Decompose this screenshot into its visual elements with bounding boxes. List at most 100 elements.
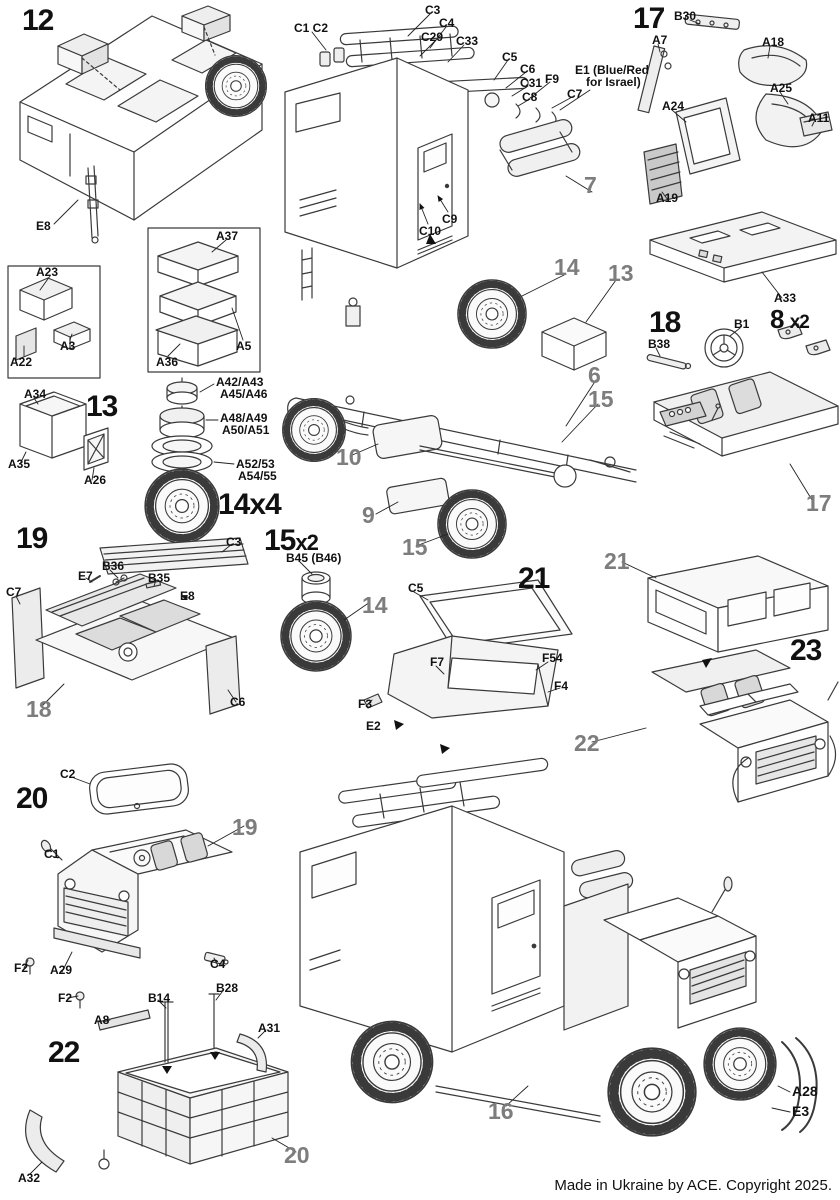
part-label-c29: C29 (421, 30, 444, 44)
step16-truck-drawing (299, 757, 818, 1136)
ref-number-6: 6 (588, 362, 601, 388)
part-label-b35: B35 (148, 571, 171, 585)
chassis-drawing (283, 396, 637, 558)
part-label-a18: A18 (762, 35, 785, 49)
footer-copyright: Made in Ukraine by ACE. Copyright 2025. (554, 1177, 832, 1194)
part-label-f54: F54 (542, 651, 563, 665)
step20-cab-drawing (25, 763, 233, 1009)
step-8-mult: x2 (789, 312, 810, 333)
part-label-c7-rack: C7 (567, 87, 583, 101)
part-label-b28: B28 (216, 981, 239, 995)
part-label-a37: A37 (216, 229, 239, 243)
part-label-e7: E7 (78, 569, 93, 583)
ref-number-17: 17 (806, 490, 832, 516)
step-number-22: 22 (48, 1036, 80, 1069)
part-label-c6-19: C6 (230, 695, 246, 709)
part-label-c10: C10 (419, 224, 442, 238)
part-label-c3-rack: C3 (425, 3, 441, 17)
part-label-f2a: F2 (14, 961, 29, 975)
part-label-a11: A11 (808, 111, 830, 125)
step-number-20: 20 (16, 782, 48, 815)
part-label-e2: E2 (366, 719, 381, 733)
part-label-c33: C33 (456, 34, 479, 48)
ref-number-15b: 15 (402, 534, 428, 560)
part-label-a35: A35 (8, 457, 31, 471)
part-label-f9: F9 (545, 72, 560, 86)
step14-wheel-stack-drawing (145, 377, 219, 543)
part-label-a52-53: A52/53 (236, 457, 275, 471)
part-label-a33: A33 (774, 291, 797, 305)
part8-brackets-drawing (777, 323, 831, 356)
step15-wheel-drawing (281, 571, 351, 671)
part-label-c31: C31 (520, 76, 543, 90)
part-label-a7: A7 (652, 33, 668, 47)
part-label-a22: A22 (10, 355, 33, 369)
step-number-17: 17 (633, 2, 665, 35)
part-label-b1: B1 (734, 317, 750, 331)
part-label-e3: E3 (792, 1103, 810, 1119)
part-label-c1: C1 (44, 847, 60, 861)
step23-cab-drawing (647, 555, 839, 803)
part-label-b36: B36 (102, 559, 125, 573)
part-label-a31: A31 (258, 1021, 281, 1035)
step-number-12: 12 (22, 4, 54, 37)
part-label-a28: A28 (792, 1083, 818, 1099)
ref-number-19: 19 (232, 814, 258, 840)
step12-van-drawing (19, 5, 266, 244)
part-label-f2b: F2 (58, 991, 73, 1005)
part-label-b30: B30 (674, 9, 697, 23)
step-number-13: 13 (86, 390, 118, 423)
ref-number-10: 10 (336, 444, 362, 470)
step12-inset-a23-drawing (7, 265, 101, 379)
step-8-num: 8 (770, 304, 785, 334)
ref-number-20: 20 (284, 1142, 310, 1168)
part-label-a23: A23 (36, 265, 59, 279)
part-label-a5: A5 (236, 339, 252, 353)
part-label-f7: F7 (430, 655, 445, 669)
part-label-c3-19: C3 (226, 535, 242, 549)
part-label-a34: A34 (24, 387, 47, 401)
step-number-21: 21 (518, 562, 550, 595)
step-15-mult: x2 (295, 530, 319, 555)
ref-number-15a: 15 (588, 386, 614, 412)
part-label-b38: B38 (648, 337, 671, 351)
ref-number-7: 7 (584, 172, 597, 198)
part-label-a54-55: A54/55 (238, 469, 277, 483)
exhaust-parts-drawing (499, 119, 581, 177)
part-label-a32: A32 (18, 1171, 41, 1185)
ref-number-14a: 14 (554, 254, 580, 280)
step-15-num: 15 (264, 524, 296, 557)
part-label-a29: A29 (50, 963, 73, 977)
ref-number-9: 9 (362, 502, 375, 528)
ref-number-21: 21 (604, 548, 630, 574)
step22-bed-drawing (25, 993, 289, 1173)
part-label-e1-line2: for Israel) (586, 75, 641, 89)
part-label-a50-a51: A50/A51 (222, 423, 270, 437)
part-label-c2: C2 (60, 767, 76, 781)
wheel14-box13-drawing (458, 280, 607, 371)
step18-interior-drawing (646, 328, 839, 457)
step-number-8x2: 8 x2 (770, 304, 810, 334)
ref-number-13: 13 (608, 260, 634, 286)
step17-dashboard-drawing (637, 13, 837, 283)
part-label-b14: B14 (148, 991, 171, 1005)
part-label-c9: C9 (442, 212, 458, 226)
ref-number-22: 22 (574, 730, 600, 756)
step19-bench-drawing (11, 537, 249, 715)
part-label-e8-19: E8 (180, 589, 195, 603)
step-number-14x4: 14x4 (218, 488, 282, 521)
part-label-a42-a43: A42/A43 (216, 375, 264, 389)
part-label-a8: A8 (94, 1013, 110, 1027)
part-label-a45-a46: A45/A46 (220, 387, 268, 401)
ref-number-14b: 14 (362, 592, 388, 618)
leader-lines (15, 13, 815, 1175)
part-label-a26: A26 (84, 473, 107, 487)
step-number-18: 18 (649, 306, 681, 339)
ref-number-16: 16 (488, 1098, 514, 1124)
part-label-c1c2: C1 C2 (294, 21, 329, 35)
part-label-c5-21: C5 (408, 581, 424, 595)
step21-frame-drawing (363, 579, 573, 754)
part-label-a3: A3 (60, 339, 76, 353)
